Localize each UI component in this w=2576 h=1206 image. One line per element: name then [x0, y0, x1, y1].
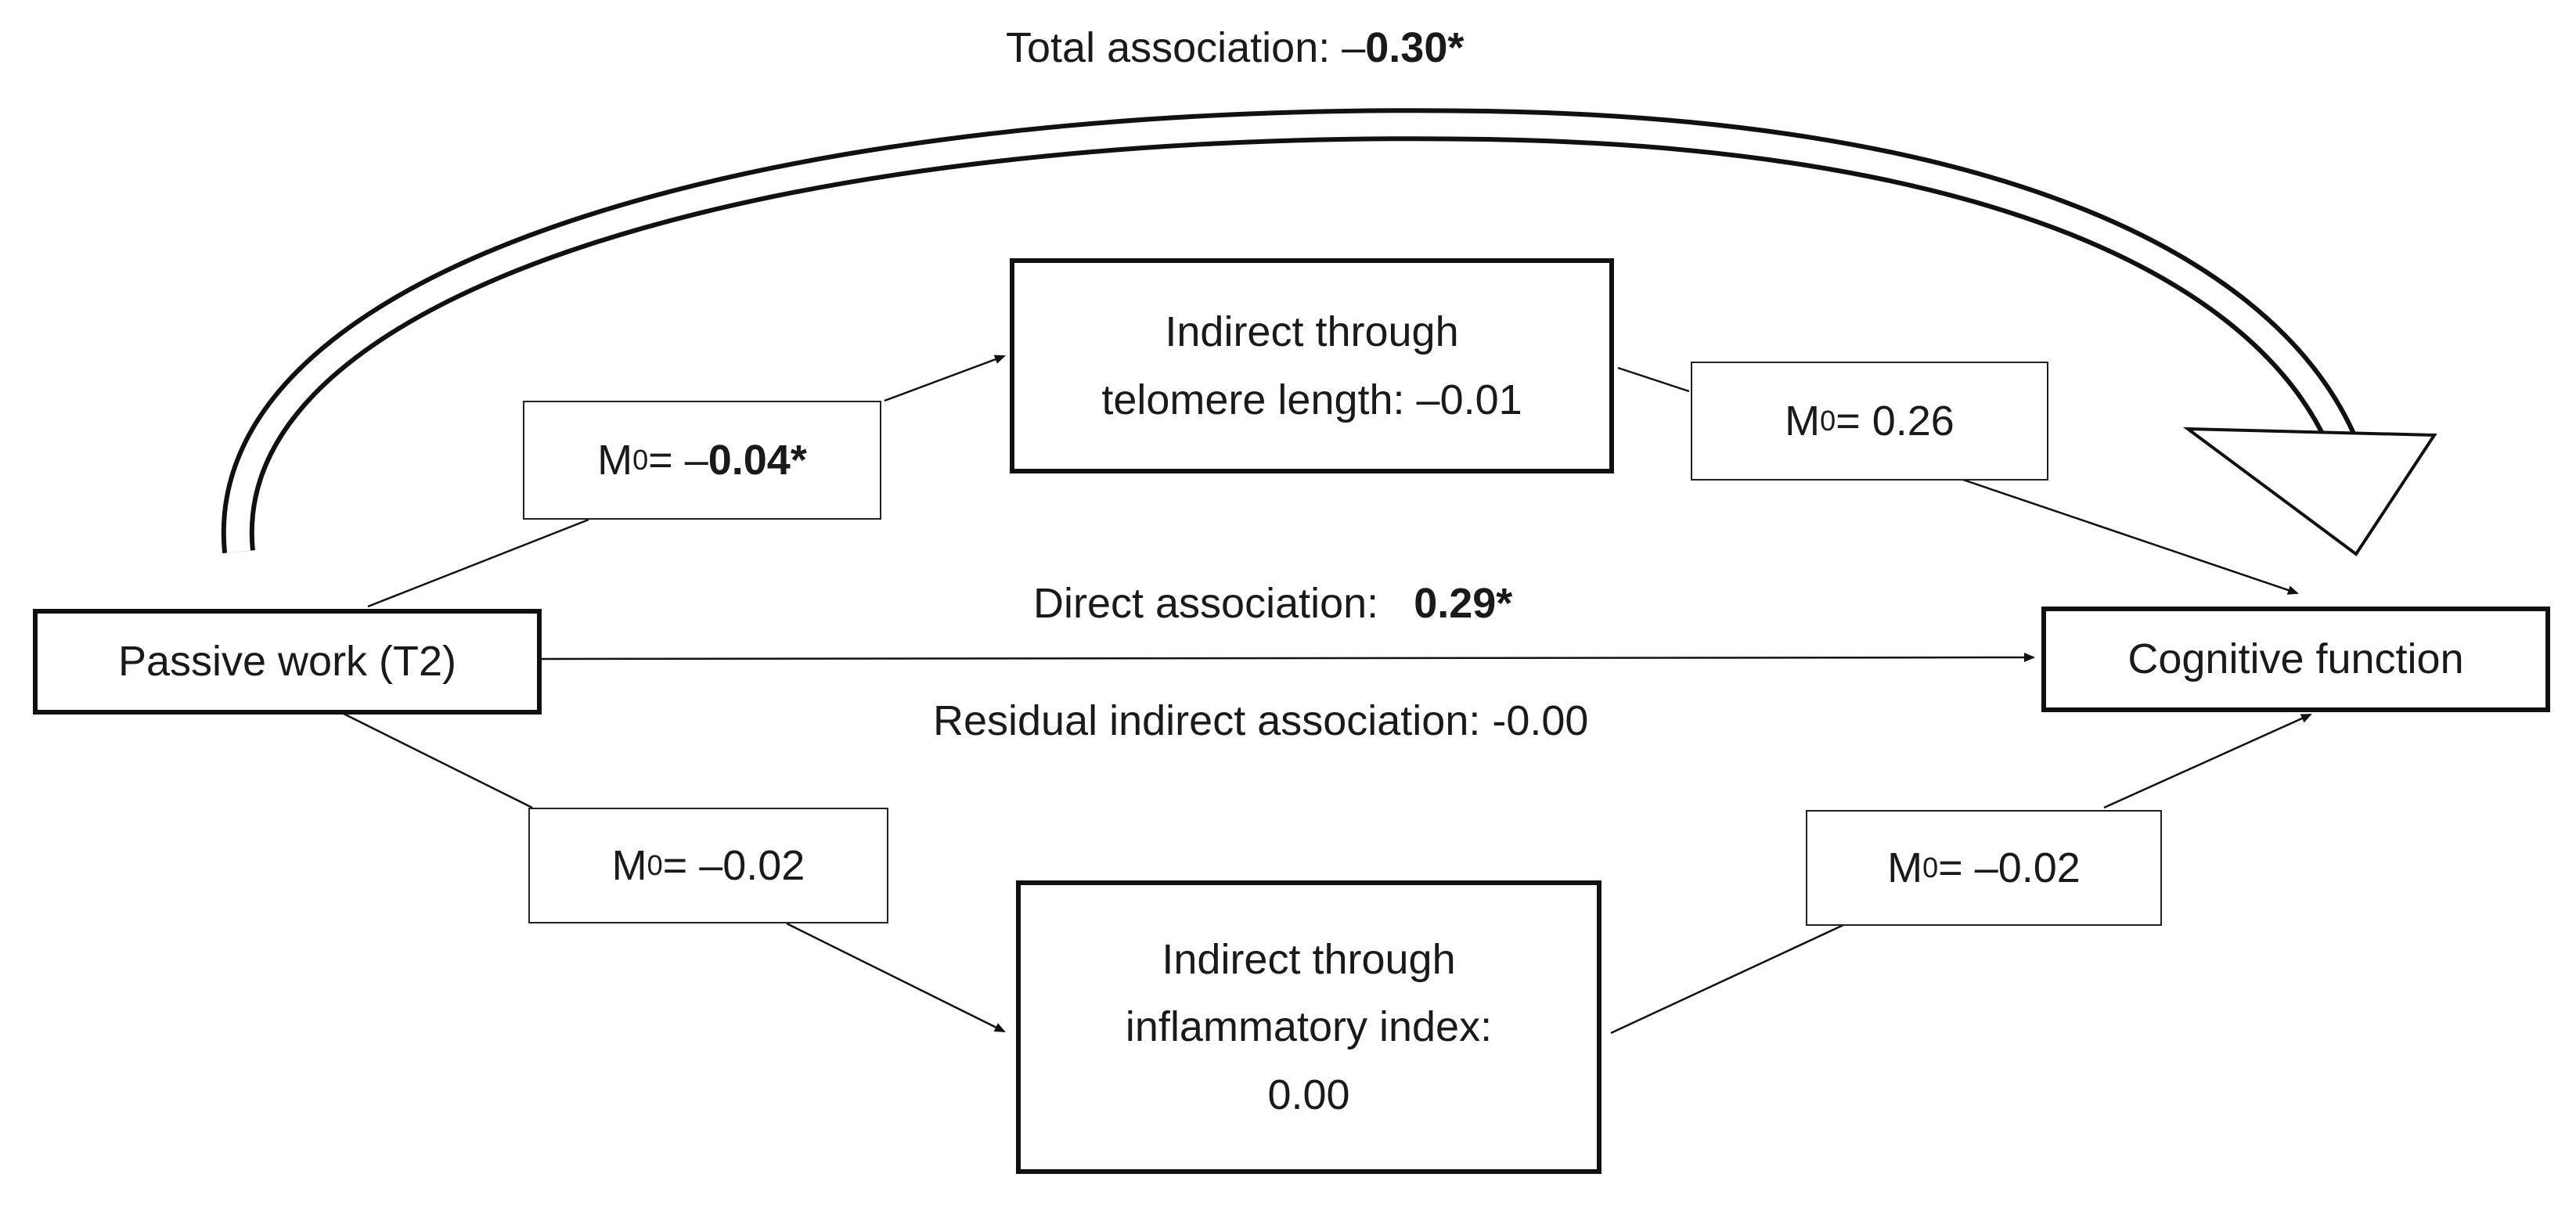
direct-association-text: Direct association: — [1033, 580, 1379, 627]
total-association-label: Total association: –0.30* — [1006, 23, 1464, 72]
telomere-line1: Indirect through — [1165, 308, 1459, 356]
total-association-arrow — [221, 108, 2437, 556]
passive-work-node: Passive work (T2) — [33, 609, 542, 715]
coef-value: 0.04* — [708, 437, 807, 484]
telomere-to-cognitive-arrow — [1960, 477, 2299, 595]
inflam-to-cognitive-arrow — [2103, 713, 2312, 809]
cognitive-function-label: Cognitive function — [2127, 635, 2464, 683]
coef-value: = –0.02 — [662, 842, 805, 889]
direct-association-value: 0.29* — [1414, 580, 1513, 627]
passive-to-telomere-arrow — [884, 355, 1006, 402]
coef-value: = –0.02 — [1938, 844, 2081, 891]
inflammatory-mediator-node: Indirect through inflammatory index: 0.0… — [1016, 880, 1601, 1174]
inflam-to-cognitive-line-a — [1610, 923, 1844, 1035]
m0-symbol: M — [1887, 844, 1923, 891]
coef-value: = 0.26 — [1836, 398, 1955, 445]
telomere-mediator-node: Indirect through telomere length: –0.01 — [1010, 258, 1614, 473]
direct-arrow — [539, 653, 2035, 663]
inflammatory-line1: Indirect through — [1162, 935, 1456, 983]
telomere-line2: telomere length: –0.01 — [1101, 376, 1522, 423]
m0-subscript: 0 — [647, 849, 663, 881]
total-association-text: Total association: – — [1006, 24, 1366, 71]
inflammatory-line2: inflammatory index: — [1125, 1003, 1493, 1051]
m0-subscript: 0 — [1820, 405, 1836, 437]
m0-symbol: M — [1785, 398, 1821, 445]
cognitive-function-node: Cognitive function — [2041, 607, 2550, 712]
passive-to-inflam-arrow — [786, 922, 1006, 1033]
m0-symbol: M — [597, 437, 633, 484]
passive-work-label: Passive work (T2) — [117, 638, 457, 686]
m0-symbol: M — [611, 842, 647, 889]
residual-association-label: Residual indirect association: -0.00 — [933, 697, 1589, 744]
direct-association-label: Direct association: 0.29* — [1033, 579, 1512, 628]
passive-to-inflam-line-a — [340, 711, 533, 809]
passive-to-telomere-line-a — [367, 518, 589, 608]
m0-subscript: 0 — [632, 444, 649, 476]
total-association-value: 0.30* — [1365, 24, 1465, 71]
coef-prefix: = – — [648, 437, 708, 484]
inflammatory-line3: 0.00 — [1267, 1071, 1350, 1118]
m0-subscript: 0 — [1922, 851, 1939, 884]
telomere-to-cognitive-line-a — [1617, 366, 1690, 393]
